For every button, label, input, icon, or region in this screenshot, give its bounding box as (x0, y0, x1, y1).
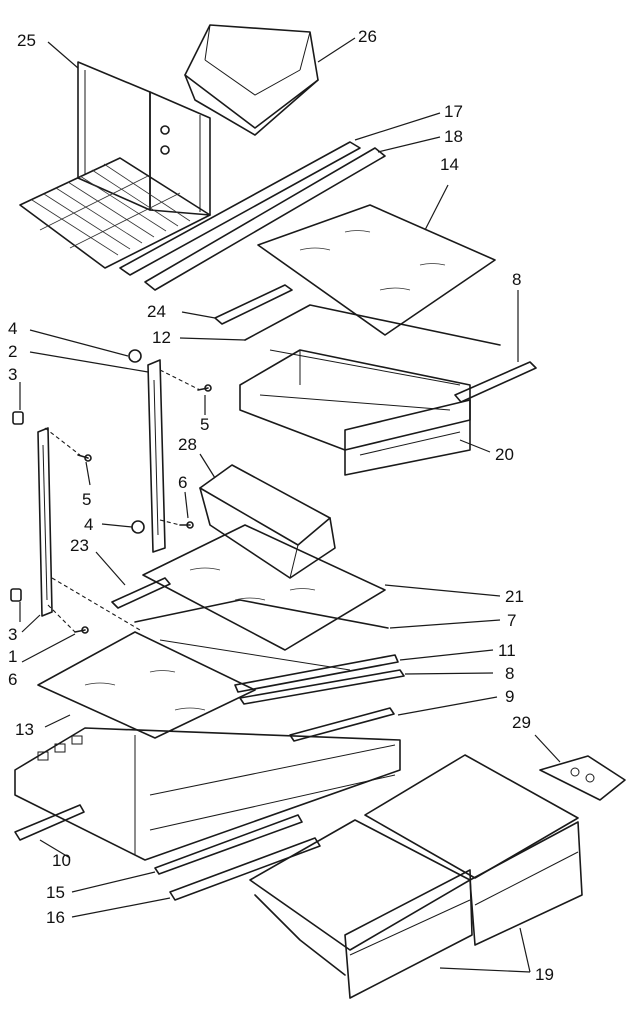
part-14-glass-shelf (257, 204, 496, 336)
part-16-rail (169, 837, 321, 901)
leader-lines (19, 37, 561, 973)
part-25-wire-shelf-frame (19, 61, 211, 269)
part-9-rail (289, 707, 395, 742)
callout-2: 2 (8, 342, 17, 361)
callout-6-upper: 6 (178, 473, 187, 492)
callout-4-upper: 4 (8, 319, 17, 338)
callout-11: 11 (498, 641, 516, 660)
callout-labels: 25 26 17 18 14 8 24 12 4 2 3 5 28 5 6 20… (8, 27, 554, 984)
part-28-middle-bin (199, 464, 336, 579)
callout-25: 25 (17, 31, 36, 50)
part-19-right-crisper-drawer (364, 754, 583, 946)
callout-18: 18 (444, 127, 463, 146)
callout-16: 16 (46, 908, 65, 927)
callout-3-lower: 3 (8, 625, 17, 644)
callout-24: 24 (147, 302, 166, 321)
part-26-top-bin (184, 24, 319, 136)
part-6-lower-screw (74, 626, 89, 634)
part-19-left-crisper-drawer (249, 819, 473, 999)
part-15-rail (154, 814, 303, 875)
part-3-lower-clip (10, 588, 22, 602)
callout-3-upper: 3 (8, 365, 17, 384)
callout-1: 1 (8, 647, 17, 666)
part-8-lower-rail (239, 669, 405, 705)
part-3-upper-clip (12, 411, 24, 425)
part-29-control-cover (539, 755, 626, 801)
part-2-right-ladder-rail (147, 359, 166, 553)
callout-10: 10 (52, 851, 71, 870)
callout-8-lower: 8 (505, 664, 514, 683)
part-24-slide-rail (214, 284, 293, 325)
part-18-rail (144, 147, 386, 291)
callout-29: 29 (512, 713, 531, 732)
part-17-rail (119, 141, 361, 276)
crisper-cover-frame (14, 727, 401, 861)
callout-5-upper: 5 (200, 415, 209, 434)
assembly-dashed-lines (44, 369, 201, 633)
callout-28: 28 (178, 435, 197, 454)
callout-20: 20 (495, 445, 514, 464)
callout-6-lower: 6 (8, 670, 17, 689)
callout-21: 21 (505, 587, 524, 606)
part-10-bracket (14, 804, 85, 841)
part-21-glass-shelf (142, 524, 386, 651)
callout-5-lower: 5 (82, 490, 91, 509)
callout-13: 13 (15, 720, 34, 739)
part-6-upper-screw (179, 521, 194, 529)
callout-14: 14 (440, 155, 459, 174)
part-12-drawer-frame (244, 304, 501, 386)
callout-26: 26 (358, 27, 377, 46)
part-5-lower-screw (77, 454, 92, 462)
callout-4-lower: 4 (84, 515, 93, 534)
part-7-shelf-frame (134, 599, 389, 671)
part-11-rail (234, 654, 399, 693)
callout-17: 17 (444, 102, 463, 121)
part-1-left-ladder-rail (37, 427, 53, 617)
part-20-meat-drawer (239, 349, 471, 476)
part-8-top-rail (454, 361, 537, 403)
callout-19: 19 (535, 965, 554, 984)
callout-12: 12 (152, 328, 171, 347)
part-13-glass-shelf (37, 631, 256, 739)
part-23-slide-rail (111, 577, 171, 609)
callout-23: 23 (70, 536, 89, 555)
callout-7: 7 (507, 611, 516, 630)
part-4-lower-spacer (131, 520, 145, 534)
callout-9: 9 (505, 687, 514, 706)
part-4-upper-spacer (128, 349, 142, 363)
callout-8-top: 8 (512, 270, 521, 289)
callout-15: 15 (46, 883, 65, 902)
